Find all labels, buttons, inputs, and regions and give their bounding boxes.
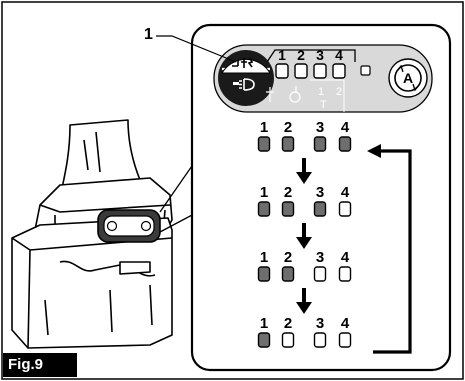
mode-letter: T xyxy=(320,99,327,111)
tool-handle xyxy=(61,119,141,189)
sequence-label-4-4: 4 xyxy=(341,315,350,332)
panel-led-3 xyxy=(313,63,327,79)
sequence-label-1-4: 4 xyxy=(341,119,350,136)
light-icon xyxy=(233,78,255,91)
sequence-label-1-1: 1 xyxy=(260,119,268,136)
callout-number: 1 xyxy=(144,26,153,43)
speed-button xyxy=(218,50,274,106)
sequence-label-3-2: 2 xyxy=(284,249,292,266)
handle-grip-lines xyxy=(83,131,101,173)
sequence-led-4-3-unlit xyxy=(313,332,327,348)
sequence-led-3-3-unlit xyxy=(313,266,327,282)
tool-illustration xyxy=(11,119,173,349)
sequence-led-2-3-lit xyxy=(313,201,327,217)
sequence-label-1-2: 2 xyxy=(284,119,292,136)
panel-led-4 xyxy=(332,63,346,79)
sequence-label-1-3: 3 xyxy=(316,119,324,136)
sequence-led-4-1-lit xyxy=(257,332,271,348)
segment-number-4: 4 xyxy=(335,47,343,63)
mode-indicators xyxy=(266,86,301,103)
sequence-led-1-3-lit xyxy=(313,136,327,152)
panel-led-2 xyxy=(294,63,308,79)
return-arrow-head xyxy=(367,144,381,158)
sequence-led-4-2-unlit xyxy=(281,332,295,348)
sequence-led-2-2-lit xyxy=(281,201,295,217)
sequence-led-1-4-lit xyxy=(338,136,352,152)
panel-led-1 xyxy=(275,63,289,79)
sequence-label-3-3: 3 xyxy=(316,249,324,266)
mode-number-2: 2 xyxy=(336,86,342,98)
sequence-led-2-1-lit xyxy=(257,201,271,217)
return-arrow-line xyxy=(373,149,412,354)
mode-number-1: 1 xyxy=(318,86,324,98)
indicator-square xyxy=(360,65,371,76)
sequence-led-2-4-unlit xyxy=(338,201,352,217)
figure-label: Fig.9 xyxy=(3,353,77,377)
sequence-led-4-4-unlit xyxy=(338,332,352,348)
auto-button-ring xyxy=(394,64,422,92)
sequence-label-4-2: 2 xyxy=(284,315,292,332)
battery-pack xyxy=(11,217,173,349)
segment-number-2: 2 xyxy=(297,47,305,63)
sequence-label-4-3: 3 xyxy=(316,315,324,332)
segment-numbers: 1 2 3 4 xyxy=(278,47,343,63)
sequence-down-arrow-3 xyxy=(296,288,312,314)
sequence-led-1-1-lit xyxy=(257,136,271,152)
sequence-label-3-1: 1 xyxy=(260,249,268,266)
sequence-down-arrow-1 xyxy=(296,158,312,184)
sequence-down-arrow-2 xyxy=(296,223,312,249)
sequence-label-2-1: 1 xyxy=(260,184,268,201)
sequence-label-2-4: 4 xyxy=(341,184,350,201)
panel-leds xyxy=(275,63,346,79)
sequence-label-3-4: 4 xyxy=(341,249,350,266)
sequence-led-3-1-lit xyxy=(257,266,271,282)
sequence-label-4-1: 1 xyxy=(260,315,268,332)
segment-number-3: 3 xyxy=(316,47,324,63)
zoom-lines xyxy=(159,162,195,233)
sequence-led-3-2-lit xyxy=(281,266,295,282)
segment-bracket xyxy=(266,49,356,63)
sequence-label-2-2: 2 xyxy=(284,184,292,201)
auto-letter: A xyxy=(403,70,413,86)
sequence-label-2-3: 3 xyxy=(316,184,324,201)
impact-icon xyxy=(232,57,254,68)
sequence-led-3-4-unlit xyxy=(338,266,352,282)
sequence-led-1-2-lit xyxy=(281,136,295,152)
segment-number-1: 1 xyxy=(278,47,286,63)
